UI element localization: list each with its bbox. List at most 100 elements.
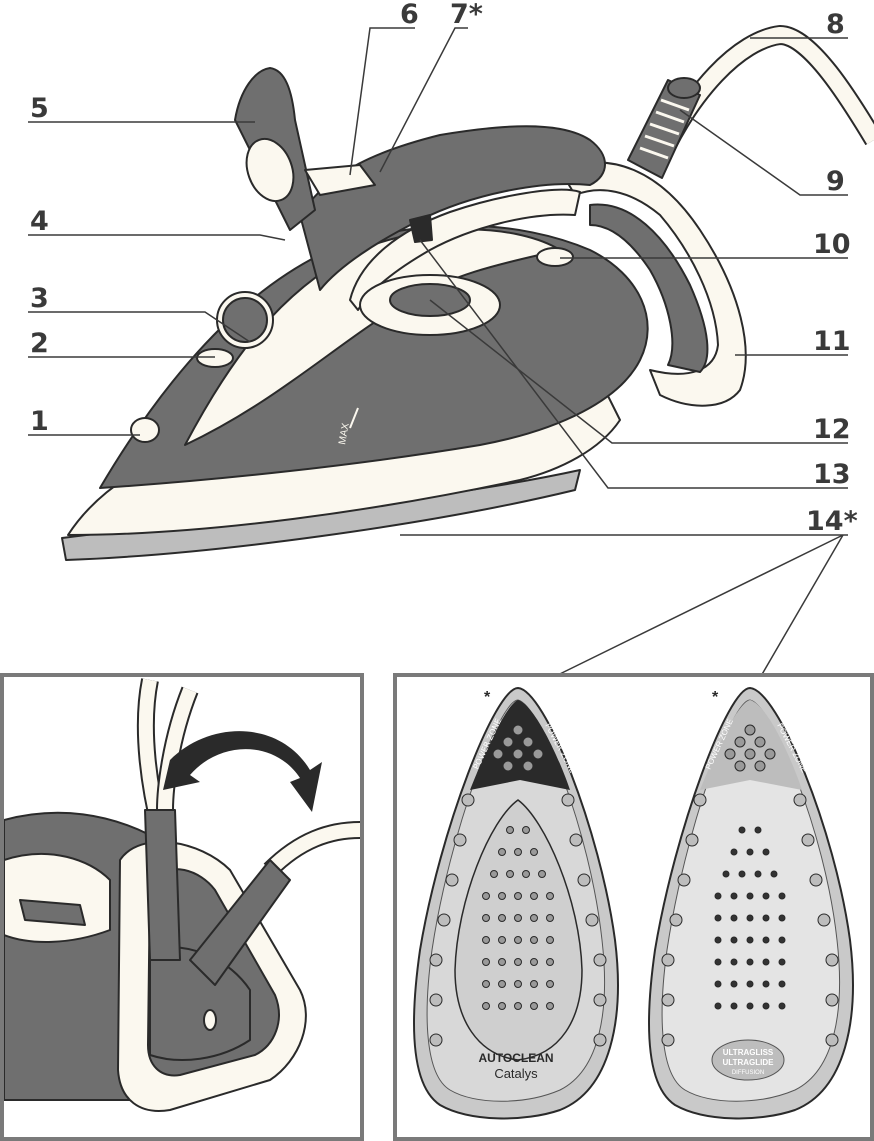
steam-hole <box>770 870 778 878</box>
steam-hole <box>482 914 490 922</box>
steam-hole <box>514 1002 522 1010</box>
steam-hole <box>514 892 522 900</box>
steam-hole <box>530 914 538 922</box>
steam-hole <box>512 724 524 736</box>
steam-hole <box>714 914 722 922</box>
steam-hole <box>762 848 770 856</box>
steam-hole <box>734 760 746 772</box>
steam-trigger[interactable] <box>409 214 433 243</box>
asterisk-right: * <box>712 689 719 706</box>
heel-frame <box>559 161 747 407</box>
callout-1: 1 <box>30 406 49 437</box>
steam-hole <box>677 873 691 887</box>
steam-hole <box>429 953 443 967</box>
catalys-brand: Catalys <box>494 1066 538 1081</box>
steam-hole <box>730 848 738 856</box>
steam-hole <box>514 848 522 856</box>
steam-hole <box>778 892 786 900</box>
steam-hole <box>762 892 770 900</box>
steam-hole <box>746 980 754 988</box>
steam-hole <box>498 980 506 988</box>
steam-hole <box>522 826 530 834</box>
steam-hole <box>762 1002 770 1010</box>
steam-hole <box>514 914 522 922</box>
steam-hole <box>561 793 575 807</box>
steam-hole <box>724 748 736 760</box>
steam-hole <box>746 892 754 900</box>
autoclean-brand: AUTOCLEAN <box>478 1051 553 1065</box>
steam-hole <box>746 936 754 944</box>
steam-hole <box>730 936 738 944</box>
steam-hole <box>522 870 530 878</box>
steam-hole <box>714 958 722 966</box>
steam-hole <box>778 958 786 966</box>
callout-11: 11 <box>813 326 851 357</box>
steam-holes-left <box>429 724 607 1047</box>
callout-14: 14* <box>806 506 858 537</box>
steam-hole <box>661 953 675 967</box>
callout-9: 9 <box>826 166 845 197</box>
steam-hole <box>502 760 514 772</box>
soleplate-autoclean: POWER ZONE POWER ZONE AUTOCLEAN Catalys … <box>413 686 619 1120</box>
steam-hole <box>793 793 807 807</box>
steam-hole <box>778 1002 786 1010</box>
steam-hole <box>538 870 546 878</box>
steam-hole <box>530 958 538 966</box>
steam-hole <box>530 892 538 900</box>
steam-hole <box>730 980 738 988</box>
steam-hole <box>429 1033 443 1047</box>
steam-hole <box>530 936 538 944</box>
steam-hole <box>738 870 746 878</box>
steam-hole <box>532 748 544 760</box>
callout-6: 6 <box>400 0 419 30</box>
callout-2: 2 <box>30 328 49 359</box>
steam-hole <box>492 748 504 760</box>
steam-hole <box>502 736 514 748</box>
anti-drip-button[interactable] <box>196 348 234 368</box>
callout-5: 5 <box>30 93 49 124</box>
steam-hole <box>754 826 762 834</box>
steam-hole <box>514 980 522 988</box>
rotate-arrow-icon <box>163 731 322 812</box>
steam-hole <box>522 736 534 748</box>
callout-numbers: 1 2 3 4 5 6 7* 8 9 10 11 12 13 14* <box>30 0 858 537</box>
callout-7: 7* <box>450 0 483 30</box>
steam-hole <box>482 980 490 988</box>
steam-hole <box>722 870 730 878</box>
steam-hole <box>764 748 776 760</box>
callout-4: 4 <box>30 206 49 237</box>
steam-hole <box>437 913 451 927</box>
handle <box>299 125 606 291</box>
steam-hole <box>453 833 467 847</box>
steam-hole <box>490 870 498 878</box>
steam-hole <box>778 914 786 922</box>
steam-hole <box>714 980 722 988</box>
steam-hole <box>577 873 591 887</box>
steam-hole <box>825 993 839 1007</box>
steam-hole <box>498 848 506 856</box>
steam-hole <box>661 993 675 1007</box>
steam-hole <box>498 958 506 966</box>
steam-hole <box>593 993 607 1007</box>
thermostat-light <box>536 247 574 267</box>
callout-3: 3 <box>30 283 49 314</box>
front-light <box>130 417 160 443</box>
steam-hole <box>693 793 707 807</box>
steam-hole <box>746 848 754 856</box>
asterisk-left: * <box>484 689 491 706</box>
steam-hole <box>825 1033 839 1047</box>
steam-hole <box>754 736 766 748</box>
steam-hole <box>530 980 538 988</box>
steam-hole <box>530 1002 538 1010</box>
ultragliss-logo: ULTRAGLISS <box>723 1048 774 1057</box>
callout-10: 10 <box>813 229 851 260</box>
steam-hole <box>801 833 815 847</box>
steam-hole <box>593 953 607 967</box>
steam-hole <box>445 873 459 887</box>
steam-hole <box>809 873 823 887</box>
callout-12: 12 <box>813 414 851 445</box>
steam-hole <box>730 958 738 966</box>
steam-hole <box>546 958 554 966</box>
steam-hole <box>714 936 722 944</box>
